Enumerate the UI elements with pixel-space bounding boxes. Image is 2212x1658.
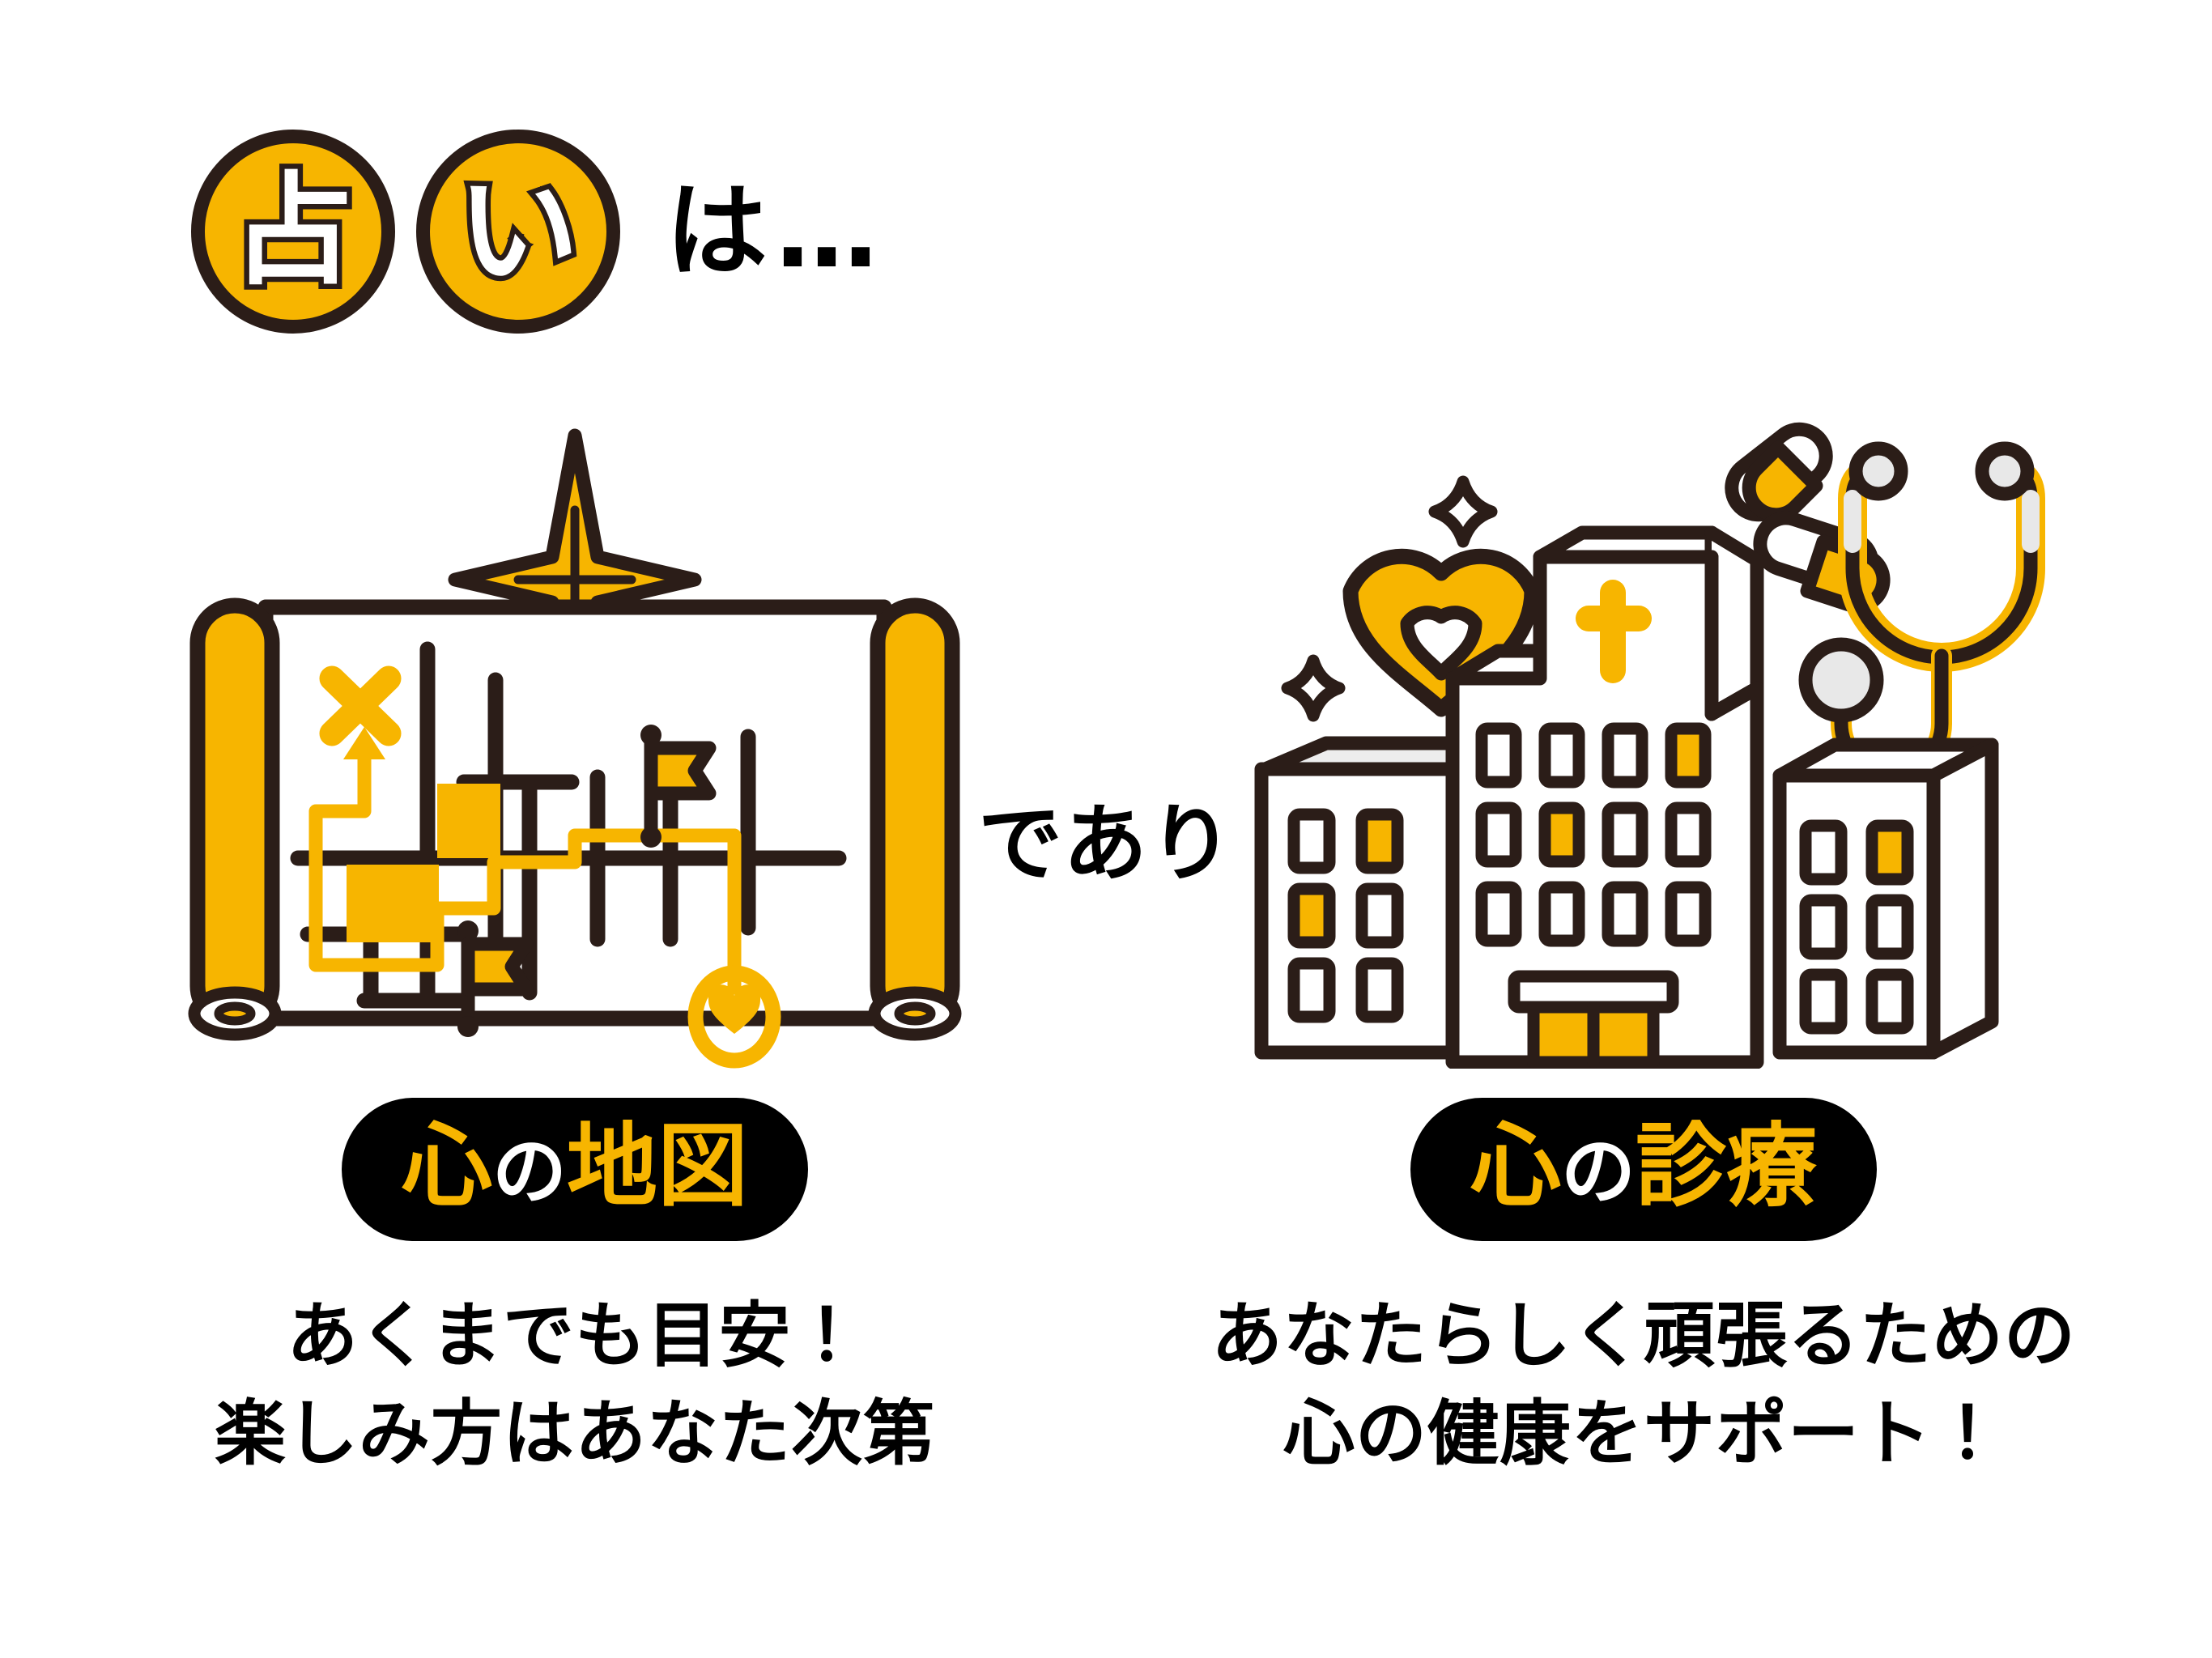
header-title-row: 占 い は… (191, 130, 886, 334)
caption-line-1: あなたらしく頑張るための (1211, 1293, 2077, 1377)
pill-segment-2: の (491, 1128, 567, 1215)
scroll-roll-left (188, 597, 282, 1041)
label-pill-map: 心の地図 (341, 1098, 808, 1241)
treasure-map-illustration (146, 421, 1004, 1069)
heart-pin-icon (687, 965, 781, 1069)
treasure-map-svg (188, 428, 962, 1069)
hospital-illustration (1214, 421, 2073, 1069)
column-clinic: 心の診療 あなたらしく頑張るための 心の健康をサポート！ (1211, 421, 2076, 1483)
hospital-svg (1254, 422, 2045, 1069)
sparkle-icon-1 (1281, 654, 1346, 722)
sparkle-icon-2 (1428, 475, 1498, 548)
header-tail-text: は… (666, 172, 886, 291)
building-right-wing (1772, 738, 1999, 1060)
x-mark-icon (319, 665, 402, 746)
caption-line-1: あくまでも目安！ (286, 1293, 863, 1377)
medical-cross-icon (1576, 580, 1652, 683)
caption-line-2: 楽しみ方はあなた次第 (214, 1392, 935, 1476)
building-left-wing (1254, 736, 1479, 1060)
pill-segment-1: 心 (1470, 1113, 1561, 1219)
caption-line-2: 心の健康をサポート！ (1283, 1392, 2005, 1476)
stethoscope-icon (1798, 441, 2045, 784)
uranai-char-1: 占 (227, 161, 359, 302)
pill-segment-1: 心 (401, 1113, 492, 1219)
column-map: 心の地図 あくまでも目安！ 楽しみ方はあなた次第 (146, 421, 1004, 1483)
label-pill-clinic: 心の診療 (1410, 1098, 1877, 1241)
flag-icon-1 (640, 725, 717, 848)
pill-capsule-icon-1 (1725, 422, 1833, 522)
route-arrow-icon (343, 727, 385, 759)
pill-segment-3: 地図 (567, 1113, 748, 1219)
uranai-char-2: い (452, 161, 584, 302)
circle-badge-uranai-2: い (416, 130, 620, 334)
scroll-roll-right (868, 597, 962, 1041)
caption-map: あくまでも目安！ 楽しみ方はあなた次第 (215, 1286, 935, 1483)
building-main-tower (1445, 525, 1764, 1069)
circle-badge-uranai-1: 占 (191, 130, 395, 334)
caption-clinic: あなたらしく頑張るための 心の健康をサポート！ (1211, 1286, 2076, 1483)
pill-segment-2: の (1560, 1128, 1636, 1215)
pill-segment-3: 診療 (1636, 1113, 1817, 1219)
flag-icon-2 (457, 920, 534, 1037)
connector-text: であり (978, 794, 1235, 893)
